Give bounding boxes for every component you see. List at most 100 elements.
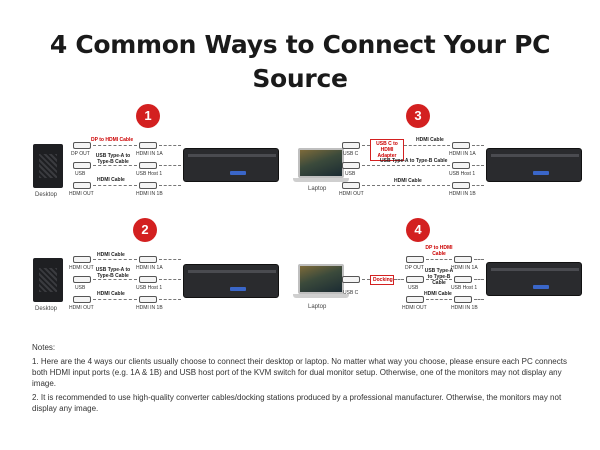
connection-diagram-2: 2 Desktop HDMI OUT USB HDMI OUT HDMI Cab…	[3, 218, 293, 328]
cable-line	[93, 279, 137, 280]
dp-out-port	[406, 256, 424, 263]
cable-label: HDMI Cable	[424, 291, 452, 297]
usb-port	[406, 276, 424, 283]
cable-line	[362, 279, 370, 280]
dst-port-label: HDMI IN 1A	[449, 151, 476, 157]
notes-section: Notes: 1. Here are the 4 ways our client…	[32, 342, 572, 417]
notes-heading: Notes:	[32, 343, 56, 352]
cable-line	[93, 259, 137, 260]
src-port-label: USB	[345, 171, 356, 177]
dock-port-label: HDMI OUT	[402, 305, 427, 311]
hdmi-out-port	[73, 182, 91, 189]
dst-port-label: HDMI IN 1B	[136, 191, 163, 197]
dst-port-label: HDMI IN 1A	[451, 265, 478, 271]
usb-host-port	[139, 162, 157, 169]
step-badge-4: 4	[406, 218, 430, 242]
src-port-label: HDMI OUT	[69, 265, 94, 271]
cable-line	[159, 279, 181, 280]
dst-port-label: USB Host 1	[136, 171, 163, 177]
note-1: 1. Here are the 4 ways our clients usual…	[32, 357, 567, 388]
cable-label: HDMI Cable	[97, 291, 125, 297]
docking-station: Docking	[370, 275, 394, 285]
cable-line	[93, 145, 137, 146]
cable-line	[93, 185, 137, 186]
hdmi-out-port	[73, 296, 91, 303]
src-port-label: HDMI OUT	[339, 191, 364, 197]
usb-host-port	[454, 276, 472, 283]
hdmi-in-port	[139, 182, 157, 189]
cable-line	[159, 259, 181, 260]
desktop-tower-image	[33, 258, 63, 302]
laptop-image	[298, 148, 344, 178]
cable-label: HDMI Cable	[97, 177, 125, 183]
kvm-switch-image	[486, 262, 582, 296]
cable-line	[472, 185, 484, 186]
laptop-base	[293, 178, 349, 182]
usb-c-port	[342, 142, 360, 149]
src-port-label: USB	[75, 285, 86, 291]
cable-line	[474, 279, 484, 280]
usb-host-port	[452, 162, 470, 169]
cable-line	[362, 185, 450, 186]
cable-label: DP to HDMI Cable	[425, 245, 453, 257]
hdmi-out-port	[406, 296, 424, 303]
connection-diagram-3: 3 Laptop USB C USB HDMI OUT USB C to HDM…	[293, 100, 588, 210]
step-badge-1: 1	[136, 104, 160, 128]
usb-c-port	[342, 276, 360, 283]
dst-port-label: HDMI IN 1A	[136, 151, 163, 157]
cable-label: HDMI Cable	[394, 178, 422, 184]
cable-line	[426, 279, 452, 280]
cable-line	[474, 259, 484, 260]
kvm-switch-image	[183, 264, 279, 298]
hdmi-in-port	[452, 142, 470, 149]
src-port-label: USB C	[343, 151, 359, 157]
cable-label: USB Type-A to Type-B Cable	[95, 267, 131, 279]
src-port-label: USB	[75, 171, 86, 177]
usb-c-hdmi-adapter: USB C to HDMI Adapter	[370, 139, 404, 161]
laptop-image	[298, 264, 344, 294]
cable-label: USB Type-A to Type-B Cable	[424, 268, 454, 286]
src-port-label: USB C	[343, 290, 359, 296]
cable-label: HDMI Cable	[416, 137, 444, 143]
cable-label: USB Type-A to Type-B Cable	[95, 153, 131, 165]
hdmi-out-port	[342, 182, 360, 189]
cable-line	[472, 165, 484, 166]
device-label: Desktop	[35, 306, 58, 312]
cable-line	[404, 145, 450, 146]
laptop-base	[293, 294, 349, 298]
dst-port-label: HDMI IN 1B	[136, 305, 163, 311]
cable-line	[426, 299, 452, 300]
usb-port	[73, 162, 91, 169]
connection-diagram-4: 4 Laptop USB C Docking DP OUT USB HDMI O…	[293, 218, 588, 328]
cable-line	[93, 165, 137, 166]
page-title: 4 Common Ways to Connect Your PC Source	[0, 28, 600, 96]
cable-line	[159, 165, 181, 166]
hdmi-in-port	[452, 182, 470, 189]
cable-line	[362, 165, 450, 166]
device-label: Desktop	[35, 192, 58, 198]
kvm-switch-image	[486, 148, 582, 182]
hdmi-out-port	[73, 256, 91, 263]
hdmi-in-port	[139, 142, 157, 149]
dst-port-label: USB Host 1	[451, 285, 478, 291]
src-port-label: HDMI OUT	[69, 191, 94, 197]
hdmi-in-port	[454, 256, 472, 263]
dock-port-label: USB	[408, 285, 419, 291]
cable-line	[474, 299, 484, 300]
dst-port-label: USB Host 1	[449, 171, 476, 177]
dp-out-port	[73, 142, 91, 149]
usb-port	[73, 276, 91, 283]
hdmi-in-port	[454, 296, 472, 303]
cable-line	[362, 145, 370, 146]
desktop-tower-image	[33, 144, 63, 188]
usb-port	[342, 162, 360, 169]
dst-port-label: USB Host 1	[136, 285, 163, 291]
cable-line	[159, 145, 181, 146]
connection-diagram-1: 1 Desktop DP OUT USB HDMI OUT DP to HDMI…	[3, 100, 293, 210]
kvm-switch-image	[183, 148, 279, 182]
cable-label: HDMI Cable	[97, 252, 125, 258]
step-badge-2: 2	[133, 218, 157, 242]
dst-port-label: HDMI IN 1A	[136, 265, 163, 271]
hdmi-in-port	[139, 256, 157, 263]
cable-label: DP to HDMI Cable	[91, 137, 134, 143]
